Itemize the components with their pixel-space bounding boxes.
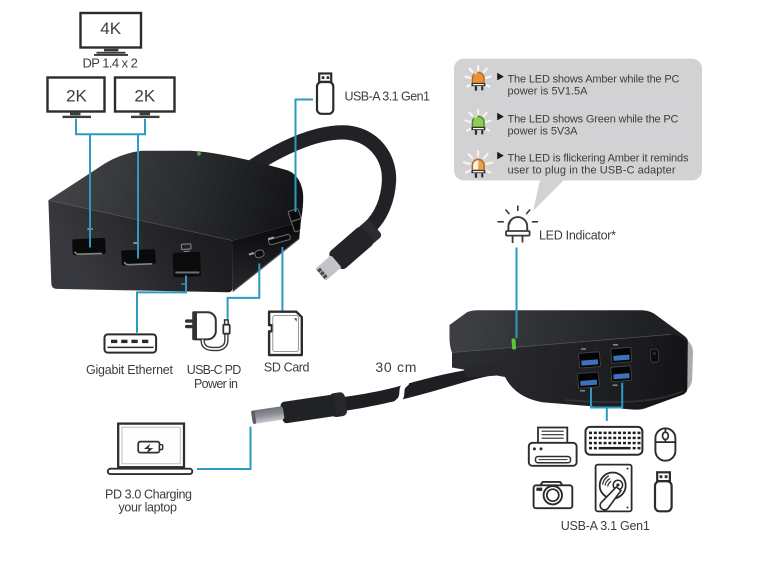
svg-text:PD 3.0 Charging: PD 3.0 Charging	[105, 488, 192, 502]
svg-text:USB-A 3.1 Gen1: USB-A 3.1 Gen1	[561, 519, 650, 533]
svg-text:4K: 4K	[100, 19, 121, 38]
svg-text:The LED shows Amber while the: The LED shows Amber while the PC	[508, 74, 680, 86]
svg-text:power is 5V1.5A: power is 5V1.5A	[508, 85, 589, 97]
svg-text:The LED is flickering Amber it: The LED is flickering Amber it reminds	[508, 153, 690, 165]
svg-text:The LED shows Green while the: The LED shows Green while the PC	[508, 114, 679, 126]
svg-text:SD Card: SD Card	[264, 361, 310, 375]
svg-text:LED Indicator*: LED Indicator*	[539, 229, 616, 243]
svg-text:2K: 2K	[66, 87, 87, 106]
svg-text:USB-C PD: USB-C PD	[187, 363, 242, 377]
svg-text:your laptop: your laptop	[119, 501, 178, 515]
svg-text:DP 1.4 x 2: DP 1.4 x 2	[83, 56, 138, 71]
svg-text:user to plug in the USB-C adap: user to plug in the USB-C adapter	[508, 164, 676, 176]
svg-text:2K: 2K	[134, 87, 155, 106]
svg-text:Power in: Power in	[194, 377, 238, 391]
svg-text:Gigabit Ethernet: Gigabit Ethernet	[86, 363, 174, 377]
svg-text:USB-A 3.1 Gen1: USB-A 3.1 Gen1	[345, 89, 431, 103]
svg-text:power is 5V3A: power is 5V3A	[508, 125, 579, 137]
svg-text:30 cm: 30 cm	[375, 359, 416, 375]
